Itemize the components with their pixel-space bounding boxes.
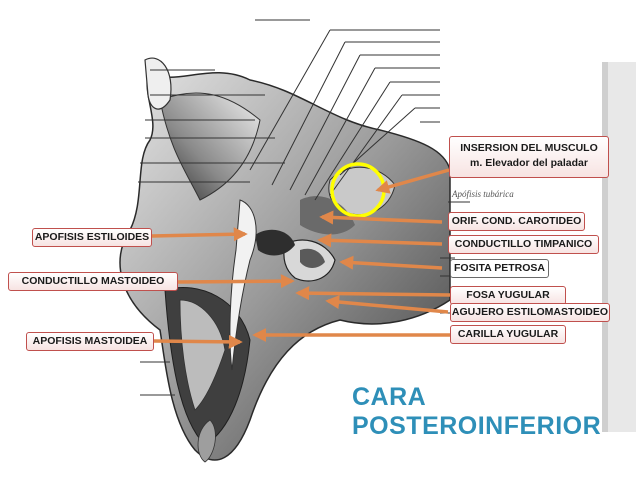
label-insersion-line2: m. Elevador del paladar (470, 157, 588, 169)
label-arrows (151, 168, 451, 349)
title-line1: CARA (352, 383, 427, 411)
label-insersion-musculo: INSERSION DEL MUSCULO m. Elevador del pa… (449, 136, 609, 178)
label-conductillo-timpanico: CONDUCTILLO TIMPANICO (448, 235, 599, 254)
label-agujero-estilomastoideo: AGUJERO ESTILOMASTOIDEO (450, 303, 610, 322)
label-fosa-yugular: FOSA YUGULAR (450, 286, 566, 305)
label-conductillo-mastoideo: CONDUCTILLO MASTOIDEO (8, 272, 178, 291)
label-apofisis-mastoidea: APOFISIS MASTOIDEA (26, 332, 154, 351)
label-orif-cond-carotideo: ORIF. COND. CAROTIDEO (448, 212, 585, 231)
label-carilla-yugular: CARILLA YUGULAR (450, 325, 566, 344)
label-apofisis-estiloides: APOFISIS ESTILOIDES (32, 228, 152, 247)
apofisis-tubarica-text: Apófisis tubárica (451, 189, 514, 199)
title-line2: POSTEROINFERIOR (352, 412, 602, 440)
label-fosita-petrosa: FOSITA PETROSA (450, 259, 549, 278)
label-insersion-line1: INSERSION DEL MUSCULO (460, 142, 598, 154)
page-title: CARA POSTEROINFERIOR (352, 383, 601, 441)
